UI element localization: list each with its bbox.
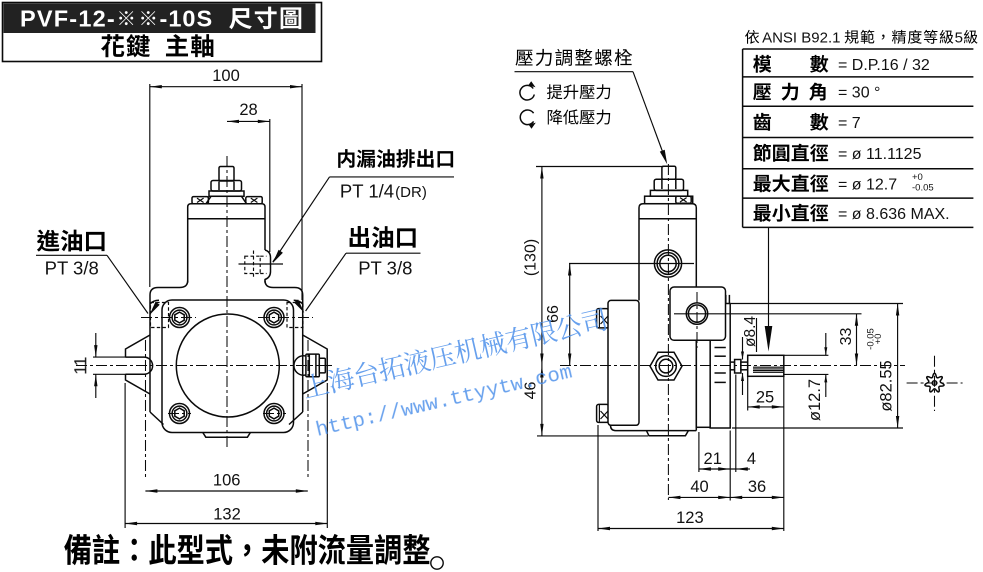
svg-text:ANSI B92.1: ANSI B92.1	[762, 30, 840, 47]
svg-text:PT 3/8: PT 3/8	[358, 257, 412, 278]
svg-text:ø8.4: ø8.4	[742, 316, 759, 347]
svg-text:-0.05: -0.05	[912, 183, 934, 194]
svg-text:36: 36	[748, 478, 766, 496]
svg-text:= ø 11.1125: = ø 11.1125	[838, 146, 922, 163]
svg-text:= 30 °: = 30 °	[838, 85, 880, 102]
svg-text:40: 40	[690, 478, 708, 496]
svg-text:(130): (130)	[523, 239, 540, 276]
svg-text:4: 4	[747, 450, 756, 468]
svg-text:123: 123	[676, 509, 704, 527]
svg-text:= D.P.16 / 32: = D.P.16 / 32	[838, 57, 930, 74]
svg-text:PT 1/4: PT 1/4	[340, 180, 394, 201]
svg-text:5: 5	[955, 30, 963, 47]
svg-text:ø12.7: ø12.7	[806, 379, 824, 421]
svg-text:-10S: -10S	[160, 6, 214, 32]
svg-text:33: 33	[838, 328, 855, 346]
svg-text:100: 100	[212, 67, 240, 85]
svg-text:(DR): (DR)	[395, 184, 427, 201]
svg-text:106: 106	[213, 472, 241, 490]
svg-text:+0: +0	[912, 172, 923, 183]
svg-text:66: 66	[545, 305, 562, 323]
svg-text:ø82.55: ø82.55	[878, 360, 896, 411]
svg-text:28: 28	[239, 101, 257, 119]
svg-text:-0.05: -0.05	[866, 328, 877, 350]
svg-text:PVF-12-: PVF-12-	[20, 6, 116, 32]
svg-text:21: 21	[704, 450, 722, 468]
svg-text:+0: +0	[873, 334, 884, 345]
svg-text:PT 3/8: PT 3/8	[45, 257, 99, 278]
svg-text:132: 132	[213, 506, 241, 524]
svg-text:http://www.ttyytw.com: http://www.ttyytw.com	[314, 361, 575, 442]
svg-text:= ø 8.636 MAX.: = ø 8.636 MAX.	[838, 206, 950, 223]
svg-text:11: 11	[71, 357, 91, 375]
svg-text:= 7: = 7	[838, 115, 861, 132]
svg-text:46: 46	[523, 382, 540, 400]
svg-text:= ø 12.7: = ø 12.7	[838, 176, 897, 193]
svg-text:25: 25	[756, 389, 774, 407]
